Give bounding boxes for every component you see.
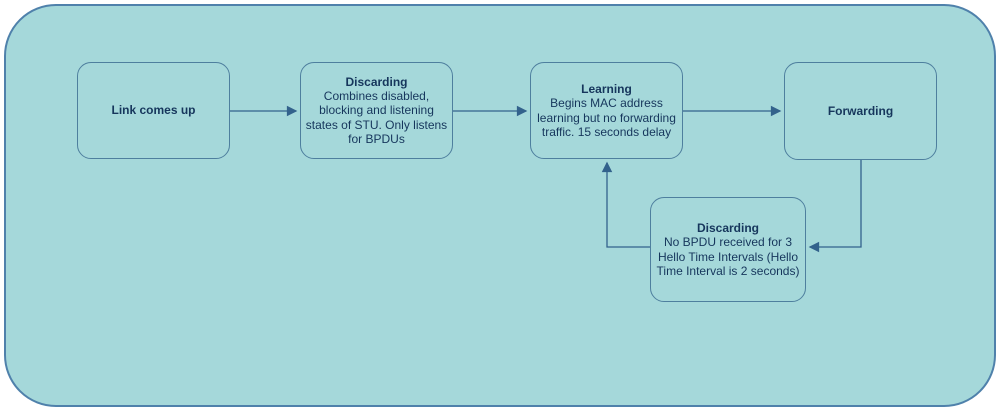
node-body: No BPDU received for 3 Hello Time Interv… [656, 235, 800, 278]
node-title: Discarding [345, 75, 408, 90]
node-title: Link comes up [111, 103, 196, 118]
node-link-comes-up: Link comes up [77, 62, 230, 159]
node-discarding-initial: Discarding Combines disabled, blocking a… [300, 62, 453, 159]
node-title: Forwarding [827, 103, 894, 118]
node-title: Learning [581, 82, 632, 97]
node-title: Discarding [696, 221, 759, 236]
node-body: Begins MAC address learning but no forwa… [537, 96, 676, 139]
node-body: Combines disabled, blocking and listenin… [305, 89, 448, 146]
node-learning: Learning Begins MAC address learning but… [530, 62, 683, 159]
node-forwarding: Forwarding [784, 62, 937, 160]
node-discarding-timeout: Discarding No BPDU received for 3 Hello … [650, 197, 806, 302]
